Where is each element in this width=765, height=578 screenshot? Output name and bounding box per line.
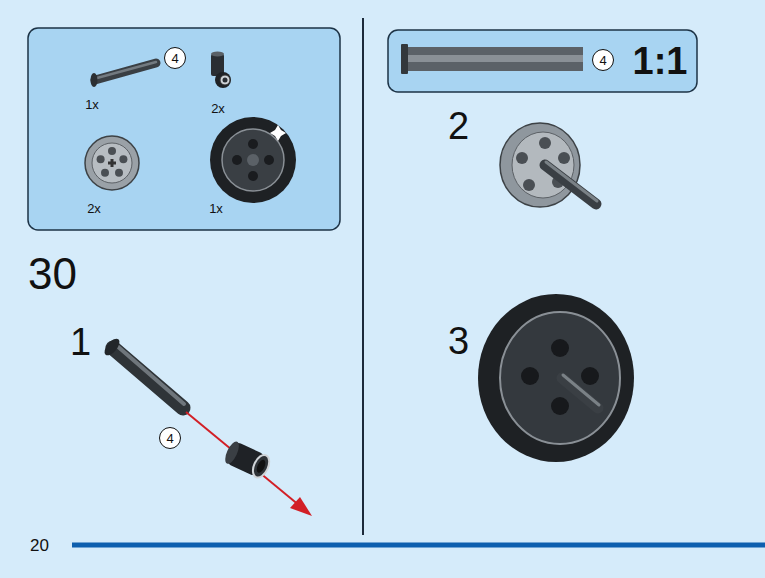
step1-connector — [222, 440, 272, 480]
substep-number: 2 — [448, 107, 469, 145]
callout-number: 4 — [171, 52, 178, 65]
step3-wheel — [478, 294, 634, 462]
axle-1to1 — [401, 44, 583, 74]
divider — [362, 18, 364, 535]
scale-box-outline — [388, 30, 697, 92]
substep-number: 3 — [448, 322, 469, 360]
callout-circle: 4 — [592, 49, 614, 71]
part-count: 1x — [209, 202, 223, 215]
connector-part — [211, 52, 231, 89]
part-count: 2x — [87, 202, 101, 215]
part-count: 2x — [211, 102, 225, 115]
hub-part — [85, 136, 139, 190]
scale-box: 1:1 4 — [388, 30, 697, 92]
page-number: 20 — [30, 537, 49, 554]
wheel-part — [210, 117, 296, 203]
callout-circle: 4 — [164, 47, 186, 69]
callout-number: 4 — [166, 432, 173, 445]
parts-panel: 1x 2x 2x 1x 4 — [28, 28, 340, 230]
scale-label: 1:1 — [633, 42, 688, 80]
substep-number: 1 — [70, 323, 91, 361]
footer-bar — [72, 543, 765, 548]
step1-axle — [102, 336, 184, 408]
step-number: 30 — [28, 252, 77, 296]
axle-part — [91, 62, 157, 87]
insert-arrow — [186, 412, 312, 516]
callout-circle: 4 — [159, 427, 181, 449]
part-count: 1x — [85, 98, 99, 111]
callout-number: 4 — [599, 54, 606, 67]
parts-panel-outline — [28, 28, 340, 230]
step2-hub — [500, 123, 597, 207]
